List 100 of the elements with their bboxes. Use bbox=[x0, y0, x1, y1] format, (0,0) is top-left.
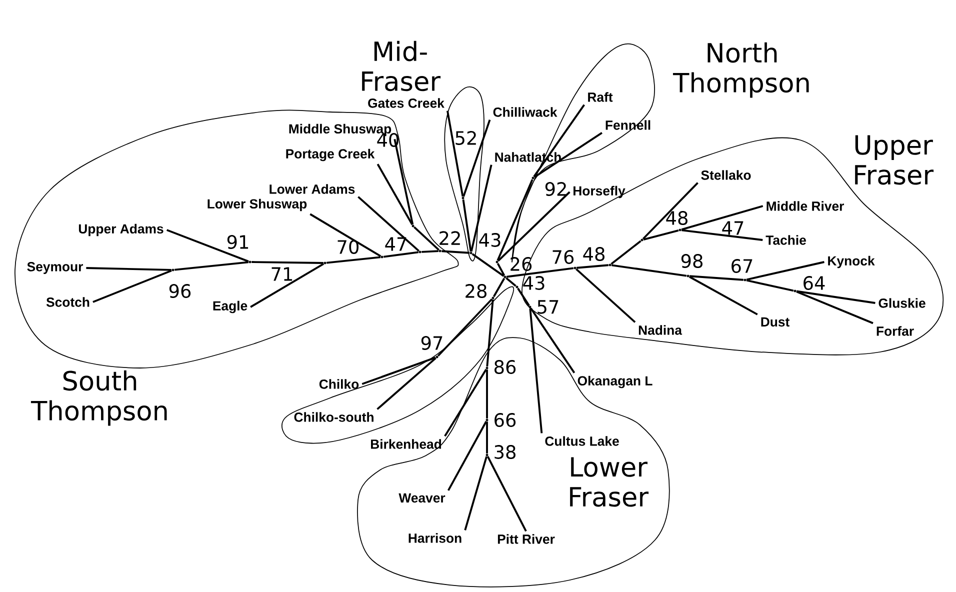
leaf-label: Nadina bbox=[638, 325, 682, 335]
bootstrap-value: 22 bbox=[440, 231, 460, 245]
branch-point bbox=[438, 250, 442, 252]
branch-point bbox=[678, 228, 682, 232]
bootstrap-value: 91 bbox=[227, 235, 248, 249]
leaf-label: Raft bbox=[588, 92, 613, 102]
tree-branch bbox=[486, 422, 488, 454]
branch-point bbox=[516, 286, 518, 288]
tree-branch bbox=[252, 261, 324, 264]
tree-branch bbox=[470, 164, 492, 252]
tree-branch bbox=[446, 110, 464, 197]
tree-branch bbox=[496, 179, 534, 261]
tree-branch bbox=[610, 240, 642, 265]
branch-point bbox=[486, 454, 488, 456]
branch-point bbox=[462, 196, 464, 200]
tree-branch bbox=[326, 256, 381, 264]
branch-point bbox=[574, 266, 576, 270]
tree-branch bbox=[92, 270, 172, 303]
bootstrap-value: 98 bbox=[681, 254, 702, 268]
tree-branch bbox=[681, 229, 763, 241]
bootstrap-value: 43 bbox=[479, 233, 500, 247]
tree-branch bbox=[447, 420, 488, 491]
branch-point bbox=[486, 366, 488, 370]
region-name: Mid-Fraser bbox=[362, 40, 441, 92]
tree-branch bbox=[376, 164, 414, 226]
tree-branch bbox=[358, 196, 420, 252]
branch-point bbox=[380, 256, 384, 258]
bootstrap-value: 52 bbox=[456, 131, 476, 145]
tree-branch bbox=[643, 229, 679, 241]
tree-branch bbox=[464, 456, 488, 530]
branch-point bbox=[486, 418, 488, 422]
bootstrap-value: 64 bbox=[804, 276, 825, 290]
tree-branch bbox=[486, 300, 494, 367]
tree-branch bbox=[86, 267, 172, 271]
tree-branch bbox=[576, 268, 636, 323]
leaf-label: Lower Shuswap bbox=[208, 198, 307, 212]
tree-branch bbox=[688, 276, 758, 316]
bootstrap-value: 76 bbox=[552, 250, 574, 264]
tree-branch bbox=[681, 205, 764, 230]
tree-branch bbox=[486, 370, 488, 418]
tree-branch bbox=[796, 290, 876, 304]
leaf-label: Weaver bbox=[398, 493, 446, 503]
branch-point bbox=[172, 268, 174, 272]
branch-point bbox=[532, 176, 534, 180]
leaf-label: Seymour bbox=[27, 262, 83, 274]
tree-branch bbox=[444, 368, 487, 437]
tree-branch bbox=[611, 264, 687, 277]
tree-branch bbox=[437, 298, 493, 357]
tree-branch bbox=[383, 251, 419, 258]
leaf-label: Portage Creek bbox=[286, 148, 375, 162]
branch-point bbox=[608, 264, 612, 266]
leaf-label: Middle River bbox=[766, 201, 844, 211]
tree-branch bbox=[310, 213, 382, 258]
bootstrap-value: 43 bbox=[523, 276, 544, 290]
tree-branch bbox=[166, 229, 249, 262]
bootstrap-value: 97 bbox=[421, 336, 442, 350]
tree-branch bbox=[492, 278, 506, 298]
tree-branch bbox=[462, 199, 472, 252]
tree-branch bbox=[506, 277, 516, 287]
branch-point bbox=[744, 278, 746, 282]
tree-branch bbox=[442, 250, 470, 254]
tree-branch bbox=[362, 356, 436, 385]
bootstrap-value: 86 bbox=[494, 360, 516, 374]
branch-point bbox=[794, 290, 796, 292]
bootstrap-value: 67 bbox=[732, 259, 752, 273]
leaf-label: Chilliwack bbox=[493, 107, 558, 117]
tree-branch bbox=[414, 226, 440, 251]
tree-branch bbox=[497, 191, 570, 262]
bootstrap-value: 47 bbox=[722, 221, 744, 235]
tree-branch bbox=[746, 261, 824, 281]
region-name: Upper Fraser bbox=[855, 135, 934, 185]
leaf-label: Harrison bbox=[408, 533, 462, 543]
leaf-label: Tachie bbox=[766, 235, 806, 245]
bootstrap-value: 71 bbox=[272, 267, 292, 281]
tree-branch bbox=[533, 104, 585, 178]
branch-point bbox=[640, 238, 644, 242]
branch-point bbox=[492, 296, 494, 300]
bootstrap-value: 92 bbox=[545, 182, 566, 196]
branch-point bbox=[324, 262, 326, 264]
region-name: South Thompson bbox=[30, 370, 167, 426]
leaf-label: Lower Adams bbox=[270, 184, 355, 194]
leaf-label: Cultus Lake bbox=[545, 436, 619, 446]
tree-branch bbox=[746, 279, 794, 292]
bootstrap-value: 48 bbox=[666, 211, 688, 225]
tree-branch bbox=[690, 275, 744, 281]
tree-branch bbox=[486, 456, 527, 532]
tree-branch bbox=[422, 250, 438, 253]
leaf-label: Kynock bbox=[828, 256, 875, 268]
tree-branch bbox=[576, 264, 609, 269]
tree-branch bbox=[174, 261, 249, 271]
tree-branch bbox=[496, 262, 506, 276]
leaf-label: Upper Adams bbox=[78, 224, 164, 236]
bootstrap-value: 57 bbox=[538, 300, 558, 314]
tree-branch bbox=[642, 182, 698, 240]
bootstrap-value: 96 bbox=[169, 284, 191, 298]
tree-branch bbox=[376, 357, 436, 410]
bootstrap-value: 48 bbox=[583, 247, 604, 261]
branch-point bbox=[504, 276, 506, 278]
branch-point bbox=[412, 224, 414, 228]
leaf-label: Chilko bbox=[319, 379, 359, 389]
